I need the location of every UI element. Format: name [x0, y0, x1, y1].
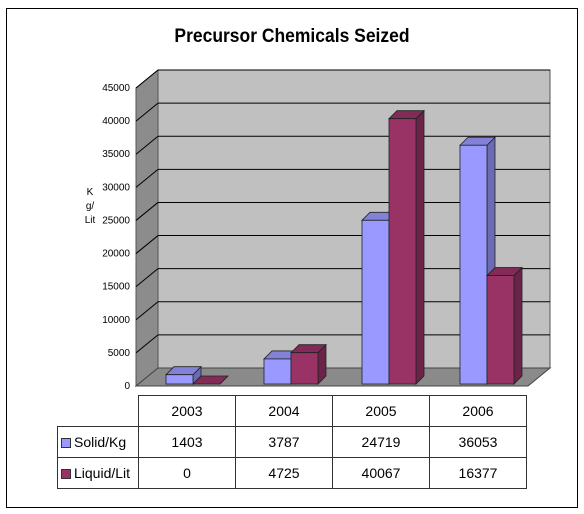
table-cell: 1403	[138, 426, 236, 458]
y-tick-label: 10000	[102, 315, 130, 326]
y-axis-label: Kg/Lit	[84, 187, 96, 226]
bar-liquid-2004	[290, 343, 327, 385]
legend-swatch-solid	[61, 438, 71, 449]
gridline-side	[135, 168, 159, 188]
y-tick-label: 40000	[102, 116, 130, 127]
y-tick-label: 0	[124, 381, 130, 392]
y-tick-label: 15000	[102, 282, 130, 293]
y-tick-label: 45000	[102, 83, 130, 94]
table-row-solid: Solid/Kg 1403 3787 24719 36053	[57, 426, 527, 458]
y-tick-label: 30000	[102, 182, 130, 193]
table-header-cell: 2005	[332, 395, 430, 427]
table-cell: 36053	[429, 426, 527, 458]
side-wall	[135, 68, 159, 388]
y-tick-label: 5000	[108, 348, 131, 359]
bar-solid-2006	[459, 136, 496, 385]
bar-liquid-2006	[486, 266, 523, 385]
table-cell: 4725	[235, 457, 333, 489]
chart-title: Precursor Chemicals Seized	[174, 26, 410, 47]
y-tick-label: 20000	[102, 249, 130, 260]
table-row-liquid: Liquid/Lit 0 4725 40067 16377	[57, 457, 527, 489]
table-header-row: 2003 2004 2005 2006	[57, 395, 527, 427]
table-header-cell: 2003	[138, 395, 236, 427]
gridline-side	[135, 268, 159, 288]
gridline-side	[135, 102, 159, 122]
data-table: 2003 2004 2005 2006 Solid/Kg 1403 3787 2…	[57, 395, 527, 489]
gridline-side	[135, 202, 159, 221]
bar-liquid-2003	[192, 375, 229, 385]
gridline-side	[135, 69, 159, 89]
y-tick-label: 35000	[102, 149, 130, 160]
table-cell: 40067	[332, 457, 430, 489]
legend-swatch-liquid	[61, 469, 71, 480]
table-cell: 24719	[332, 426, 430, 458]
bar-liquid-2005	[388, 109, 425, 385]
table-header-cell: 2006	[429, 395, 527, 427]
legend-entry-liquid: Liquid/Lit	[57, 457, 139, 489]
gridline-side	[135, 334, 159, 354]
y-tick-label: 25000	[102, 215, 130, 226]
bar-solid-2003	[165, 365, 202, 385]
legend-entry-solid: Solid/Kg	[57, 426, 139, 458]
table-cell: 0	[138, 457, 236, 489]
table-cell: 3787	[235, 426, 333, 458]
table-corner	[57, 395, 139, 427]
gridline-side	[135, 301, 159, 321]
gridline-side	[135, 235, 159, 254]
gridline-side	[135, 135, 159, 155]
legend-label-liquid: Liquid/Lit	[74, 465, 131, 481]
table-header-cell: 2004	[235, 395, 333, 427]
legend-label-solid: Solid/Kg	[74, 434, 127, 450]
table-cell: 16377	[429, 457, 527, 489]
